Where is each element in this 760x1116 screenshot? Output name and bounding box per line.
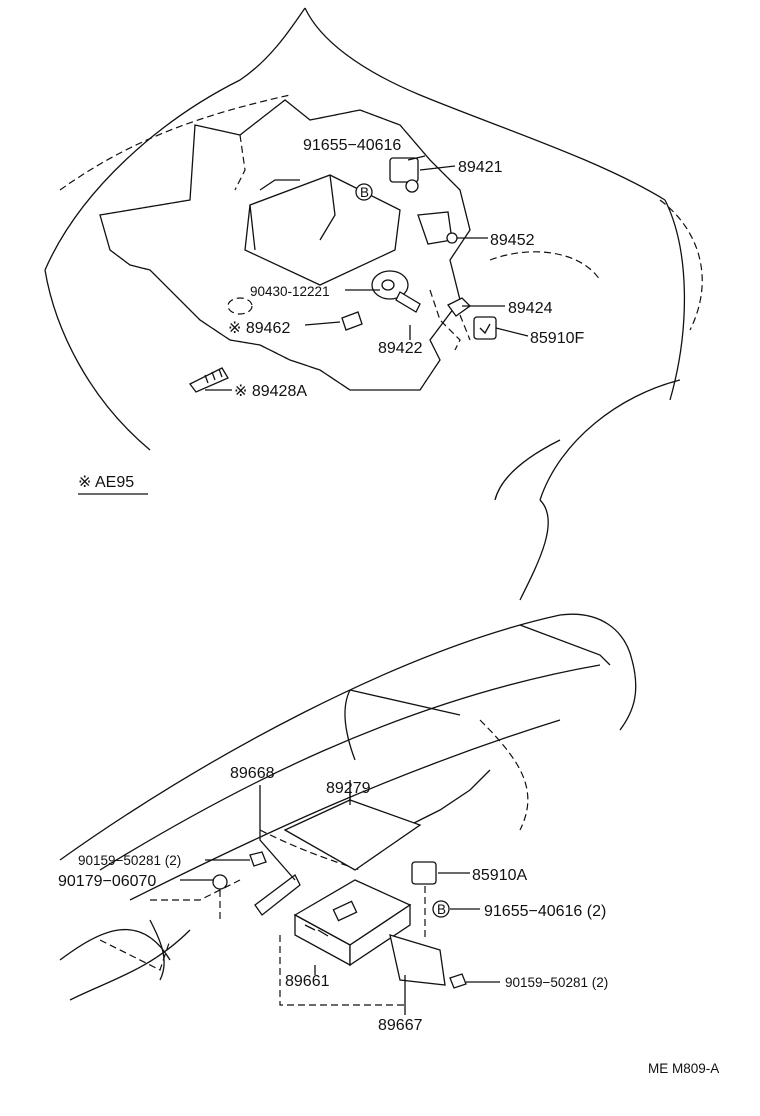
diagram-code: ME M809-A	[648, 1061, 719, 1076]
label-89421: 89421	[458, 159, 503, 176]
engine-bay-illustration	[44, 7, 703, 601]
label-89279: 89279	[326, 780, 371, 797]
callout-b-top: B	[360, 185, 369, 200]
note-ae95: ※ AE95	[78, 474, 134, 491]
label-89428A: ※ 89428A	[234, 383, 307, 400]
label-91655-40616-bottom: 91655−40616 (2)	[484, 903, 606, 920]
callout-b-bottom: B	[437, 902, 446, 917]
label-89668: 89668	[230, 765, 275, 782]
label-89452: 89452	[490, 232, 535, 249]
label-90159-50281-left: 90159−50281 (2)	[78, 853, 181, 868]
label-85910F: 85910F	[530, 330, 584, 347]
label-89424: 89424	[508, 300, 553, 317]
label-90159-50281-right: 90159−50281 (2)	[505, 975, 608, 990]
label-89667: 89667	[378, 1017, 423, 1034]
label-91655-40616-top: 91655−40616	[303, 137, 401, 154]
label-89661: 89661	[285, 973, 330, 990]
label-85910A: 85910A	[472, 867, 527, 884]
label-89462: ※ 89462	[228, 320, 290, 337]
dashboard-illustration	[59, 613, 637, 1015]
label-89422: 89422	[378, 340, 423, 357]
label-90430-12221: 90430-12221	[250, 284, 330, 299]
label-90179-06070: 90179−06070	[58, 873, 156, 890]
